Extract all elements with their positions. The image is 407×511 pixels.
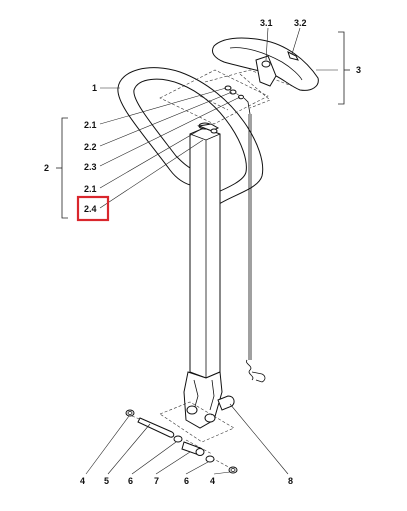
label-6-left: 6 — [128, 476, 133, 486]
handle-shaft — [189, 127, 221, 379]
label-7: 7 — [154, 476, 159, 486]
label-2-1-top: 2.1 — [84, 120, 97, 130]
control-lever — [211, 37, 319, 91]
bottom-parts — [125, 409, 238, 474]
label-2-1-bottom: 2.1 — [84, 184, 97, 194]
bracket-group-2 — [61, 117, 68, 219]
label-3: 3 — [356, 65, 361, 75]
label-5: 5 — [104, 476, 109, 486]
label-2-4: 2.4 — [84, 204, 97, 214]
lift-chain — [246, 114, 266, 383]
bottom-fork — [183, 371, 235, 429]
label-3-1: 3.1 — [260, 18, 273, 28]
label-3-2: 3.2 — [294, 18, 307, 28]
label-8: 8 — [288, 476, 293, 486]
label-2-3: 2.3 — [84, 162, 97, 172]
label-4-left: 4 — [80, 476, 85, 486]
leader-lines — [85, 27, 338, 475]
label-4-right: 4 — [210, 476, 215, 486]
bracket-group-3 — [338, 31, 345, 105]
label-2-2: 2.2 — [84, 142, 97, 152]
assembly-guides-bottom — [131, 401, 235, 471]
label-1: 1 — [92, 83, 97, 93]
label-6-right: 6 — [184, 476, 189, 486]
label-2: 2 — [44, 163, 49, 173]
top-pin — [197, 122, 220, 134]
highlight-box — [76, 195, 110, 222]
